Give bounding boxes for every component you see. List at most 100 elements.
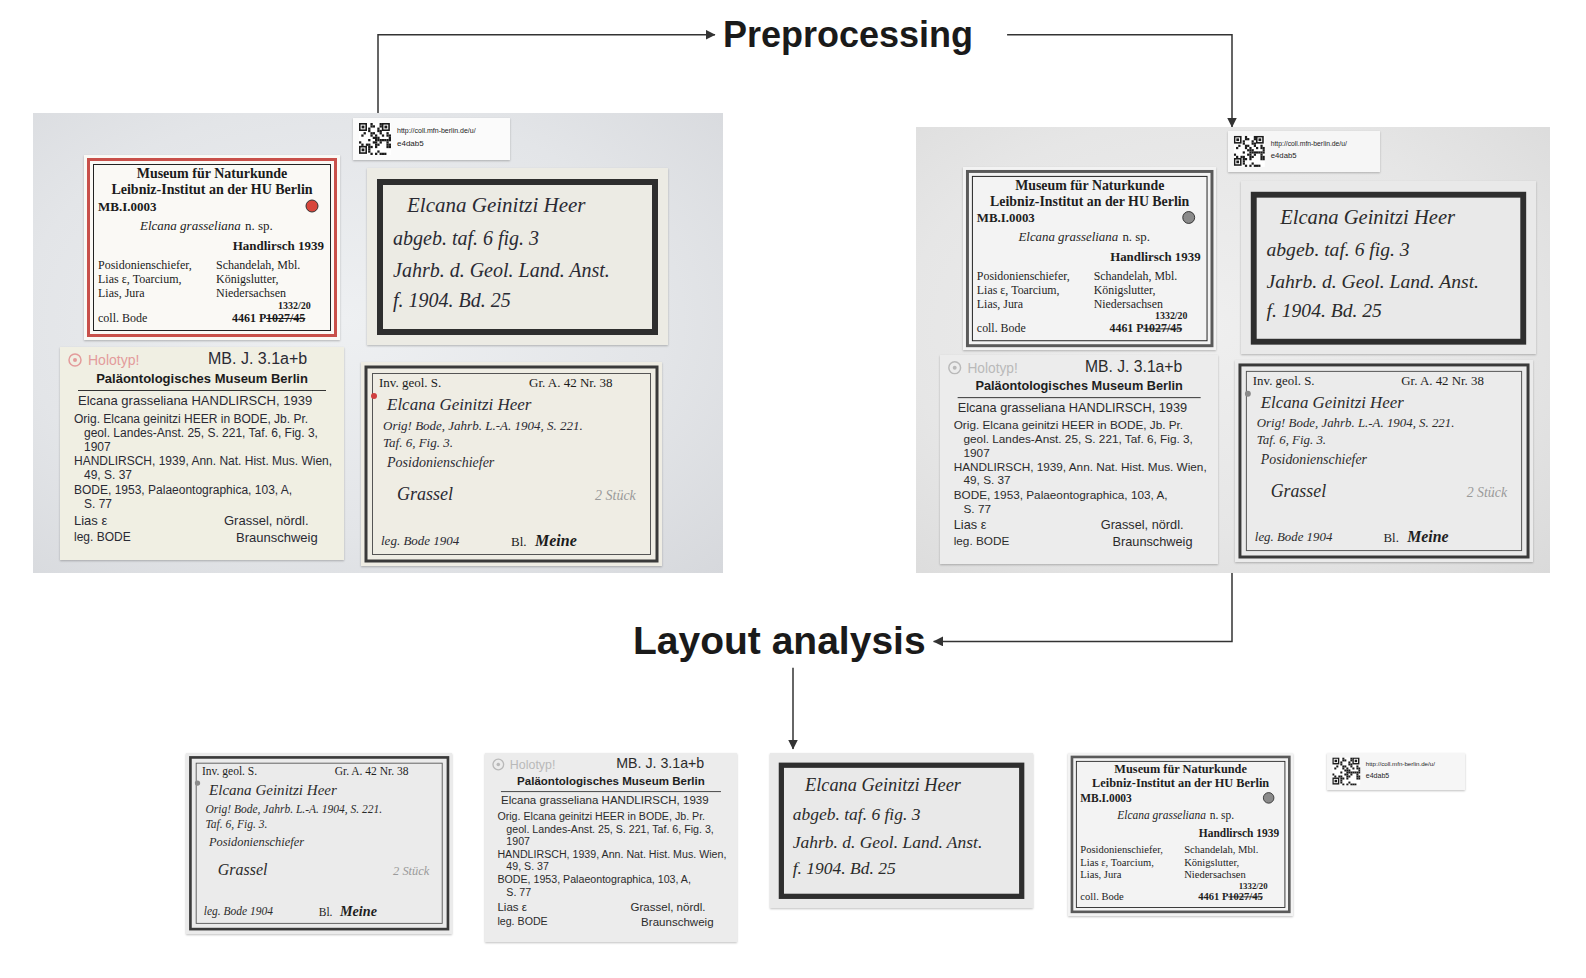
label-text: Jahrb. d. Geol. Land. Anst. bbox=[1266, 270, 1479, 293]
card-frame-outer bbox=[89, 160, 336, 336]
card-face: Holotyp!MB. J. 3.1a+bPaläontologisches M… bbox=[940, 355, 1218, 564]
stamp-ring bbox=[493, 759, 504, 770]
label-text: 1332/20 bbox=[278, 300, 311, 312]
qr-module bbox=[368, 146, 370, 148]
label-text: leg. Bode 1904 bbox=[381, 534, 459, 549]
qr-module bbox=[1350, 757, 1352, 759]
photo-panel: http://coll.mfn-berlin.de/u/e4dab5Museum… bbox=[916, 127, 1550, 573]
qr-module bbox=[1247, 138, 1249, 140]
label-text: Orig! Bode, Jahrb. L.-A. 1904, S. 221. bbox=[205, 803, 382, 816]
qr-finder bbox=[1353, 758, 1359, 764]
label-text: Bl. bbox=[511, 535, 527, 550]
qr-module bbox=[1263, 147, 1265, 149]
qr-module bbox=[1254, 138, 1256, 140]
label-card: Museum für NaturkundeLeibniz-Institut an… bbox=[1068, 753, 1293, 916]
qr-module bbox=[1346, 776, 1348, 778]
label-card: Inv. geol. S.Gr. A. 42 Nr. 38Elcana Gein… bbox=[361, 362, 662, 566]
qr-module bbox=[1358, 767, 1360, 769]
qr-module bbox=[1358, 778, 1360, 780]
qr-finder-core bbox=[1259, 138, 1262, 141]
label-text: Königslutter, bbox=[1184, 857, 1239, 869]
label-card: Elcana Geinitzi Heerabgeb. taf. 6 fig. 3… bbox=[770, 753, 1033, 908]
label-card: http://coll.mfn-berlin.de/u/e4dab5 bbox=[353, 118, 510, 160]
label-text: MB. J. 3.1a+b bbox=[208, 350, 307, 368]
label-text: Gr. A. 42 Nr. 38 bbox=[335, 765, 409, 778]
qr-module bbox=[380, 123, 382, 125]
qr-module bbox=[1249, 154, 1251, 156]
label-text: Lias, Jura bbox=[977, 298, 1023, 312]
qr-module bbox=[1254, 154, 1256, 156]
label-text: geol. Landes-Anst. 25, S. 221, Taf. 6, F… bbox=[506, 824, 714, 836]
label-text: Museum für Naturkunde bbox=[1114, 763, 1247, 777]
qr-module bbox=[1243, 140, 1245, 142]
qr-module bbox=[1348, 763, 1350, 765]
label-text: MB. J. 3.1a+b bbox=[1085, 358, 1182, 376]
qr-module bbox=[1254, 136, 1256, 138]
card-face: Holotyp!MB. J. 3.1a+bPaläontologisches M… bbox=[60, 347, 344, 560]
qr-module bbox=[380, 141, 382, 143]
qr-ground bbox=[1234, 136, 1265, 167]
label-text: 1907 bbox=[84, 441, 111, 455]
label-text: f. 1904. Bd. 25 bbox=[393, 289, 511, 312]
qr-module bbox=[359, 141, 361, 143]
qr-module bbox=[1340, 780, 1342, 782]
qr-finder-core bbox=[362, 126, 365, 129]
qr-module bbox=[389, 137, 391, 139]
colour-dot bbox=[306, 200, 318, 212]
qr-module bbox=[1252, 156, 1254, 158]
qr-module bbox=[1256, 151, 1258, 153]
label-text: Lias ε bbox=[954, 519, 987, 534]
label-text: Braunschweig bbox=[641, 916, 713, 929]
label-text: BODE, 1953, Palaeontographica, 103, A, bbox=[954, 489, 1168, 503]
label-text: Grassel bbox=[397, 484, 453, 505]
qr-module bbox=[1348, 776, 1350, 778]
qr-module bbox=[380, 130, 382, 132]
qr-module bbox=[1352, 771, 1354, 773]
label-card: Holotyp!MB. J. 3.1a+bPaläontologisches M… bbox=[485, 753, 737, 942]
label-text: Elcana grasseliana HANDLIRSCH, 1939 bbox=[958, 401, 1187, 416]
label-text: Grassel, nördl. bbox=[224, 514, 309, 529]
label-text: Handlirsch 1939 bbox=[1110, 250, 1200, 265]
card-frame bbox=[781, 765, 1021, 896]
label-card: http://coll.mfn-berlin.de/u/e4dab5 bbox=[1327, 753, 1465, 790]
qr-module bbox=[382, 139, 384, 141]
qr-module bbox=[1249, 156, 1251, 158]
label-text: Grassel bbox=[1271, 481, 1326, 501]
qr-module bbox=[384, 153, 386, 155]
colour-dot bbox=[1245, 391, 1251, 397]
qr-module bbox=[1350, 771, 1352, 773]
qr-module bbox=[370, 134, 372, 136]
label-text: f. 1904. Bd. 25 bbox=[1266, 300, 1381, 323]
qr-module bbox=[386, 141, 388, 143]
label-text: leg. BODE bbox=[497, 916, 547, 928]
label-text: Elcana grasseliana HANDLIRSCH, 1939 bbox=[501, 795, 709, 808]
card-frame-outer bbox=[1240, 365, 1528, 557]
qr-module bbox=[1249, 158, 1251, 160]
label-text: n. sp. bbox=[1122, 230, 1150, 245]
label-text: Handlirsch 1939 bbox=[233, 239, 324, 254]
label-text: Königslutter, bbox=[1094, 284, 1156, 298]
card-frame-inner bbox=[972, 176, 1207, 340]
label-text: 1027/45 bbox=[266, 312, 305, 326]
qr-module bbox=[1245, 165, 1247, 167]
label-card: Museum für NaturkundeLeibniz-Institut an… bbox=[963, 167, 1216, 350]
card-face: Inv. geol. S.Gr. A. 42 Nr. 38Elcana Gein… bbox=[1235, 360, 1533, 562]
label-text: leg. BODE bbox=[954, 535, 1010, 549]
step-title: Preprocessing bbox=[723, 14, 973, 55]
label-text: Inv. geol. S. bbox=[202, 765, 257, 778]
qr-module bbox=[1252, 149, 1254, 151]
qr-module bbox=[1260, 154, 1262, 156]
qr-module bbox=[1358, 771, 1360, 773]
card-face: Elcana Geinitzi Heerabgeb. taf. 6 fig. 3… bbox=[770, 753, 1033, 908]
qr-module bbox=[1252, 151, 1254, 153]
qr-module bbox=[375, 137, 377, 139]
card-face: Museum für NaturkundeLeibniz-Institut an… bbox=[963, 167, 1216, 350]
label-text: Orig. Elcana geinitzi HEER in BODE, Jb. … bbox=[497, 812, 705, 824]
qr-module bbox=[1234, 154, 1236, 156]
label-text: Elcana Geinitzi Heer bbox=[1261, 393, 1404, 412]
qr-module bbox=[361, 134, 363, 136]
card-face: Inv. geol. S.Gr. A. 42 Nr. 38Elcana Gein… bbox=[186, 753, 452, 934]
connector-arrow bbox=[378, 35, 715, 113]
qr-module bbox=[1263, 156, 1265, 158]
qr-module bbox=[1340, 761, 1342, 763]
